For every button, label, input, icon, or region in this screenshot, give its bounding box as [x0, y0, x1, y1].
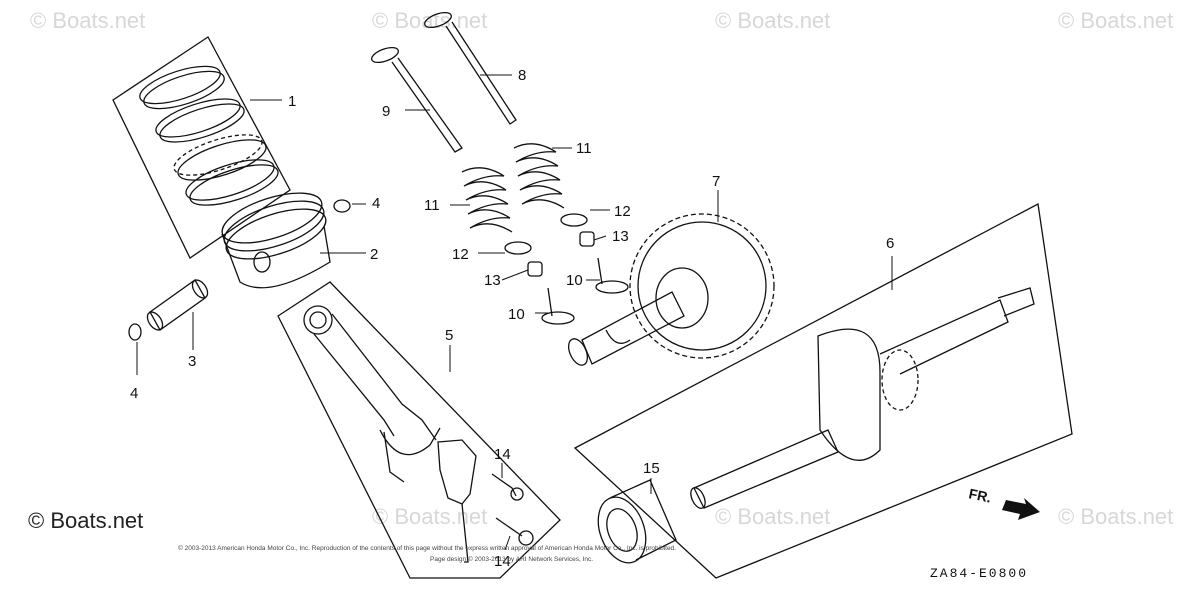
spring-retainer: [560, 213, 588, 227]
callout-10: 10: [566, 272, 583, 289]
diagram-code: ZA84-E0800: [930, 566, 1029, 581]
callout-4: 4: [130, 385, 138, 402]
callout-6: 6: [886, 235, 894, 252]
callout-labels: 1 2 3 4 4 5 6 7 8 9 10 10 11 11 12 12 13…: [130, 67, 894, 570]
watermark-text: © Boats.net: [30, 8, 145, 33]
valve-rotator-cap: [579, 231, 595, 247]
valve-lifter: [595, 257, 629, 294]
callout-14: 14: [494, 446, 511, 463]
callout-11: 11: [424, 197, 440, 214]
intake-valve: [424, 11, 517, 125]
callout-13: 13: [484, 272, 501, 289]
arrow-right-icon: [1002, 498, 1040, 520]
callout-10: 10: [508, 306, 525, 323]
front-direction-indicator: FR.: [967, 485, 1040, 520]
callout-14: 14: [494, 553, 511, 570]
connecting-rod: [277, 281, 561, 579]
callout-1: 1: [288, 93, 296, 110]
callout-12: 12: [452, 246, 469, 263]
camshaft: [567, 213, 775, 366]
valve-rotator-cap: [527, 261, 543, 277]
callout-2: 2: [370, 246, 378, 263]
valve-spring: [461, 167, 513, 233]
valve-spring: [513, 143, 565, 209]
watermark-text: © Boats.net: [372, 8, 487, 33]
piston-pin: [146, 279, 209, 331]
copyright-line: © 2003-2013 American Honda Motor Co., In…: [178, 544, 676, 552]
exhaust-valve: [371, 46, 463, 153]
crankshaft-bearing: [597, 479, 677, 564]
valve-lifter: [541, 287, 575, 325]
piston-pin-clip: [333, 199, 351, 213]
watermark-text: © Boats.net: [715, 504, 830, 529]
copyright-line: Page design © 2003-2013 by ARI Network S…: [430, 555, 593, 563]
callout-11: 11: [576, 140, 592, 157]
watermark-text: © Boats.net: [715, 8, 830, 33]
callout-5: 5: [445, 327, 453, 344]
brand-mark: © Boats.net: [28, 508, 144, 533]
callout-4: 4: [372, 195, 380, 212]
leader-lines: [136, 74, 893, 551]
callout-15: 15: [643, 460, 660, 477]
callout-12: 12: [614, 203, 631, 220]
piston: [221, 192, 331, 289]
spring-retainer: [504, 241, 532, 255]
callout-13: 13: [612, 228, 629, 245]
callout-3: 3: [188, 353, 196, 370]
front-label: FR.: [967, 485, 992, 505]
callout-7: 7: [712, 173, 720, 190]
crankshaft: [573, 202, 1073, 579]
watermark-text: © Boats.net: [1058, 504, 1173, 529]
watermark-text: © Boats.net: [372, 504, 487, 529]
callout-9: 9: [382, 103, 390, 120]
piston-pin-clip: [128, 323, 142, 341]
piston-ring-set: [112, 36, 291, 259]
watermark-text: © Boats.net: [1058, 8, 1173, 33]
watermark-layer: © Boats.net © Boats.net © Boats.net © Bo…: [30, 8, 1173, 529]
callout-8: 8: [518, 67, 526, 84]
